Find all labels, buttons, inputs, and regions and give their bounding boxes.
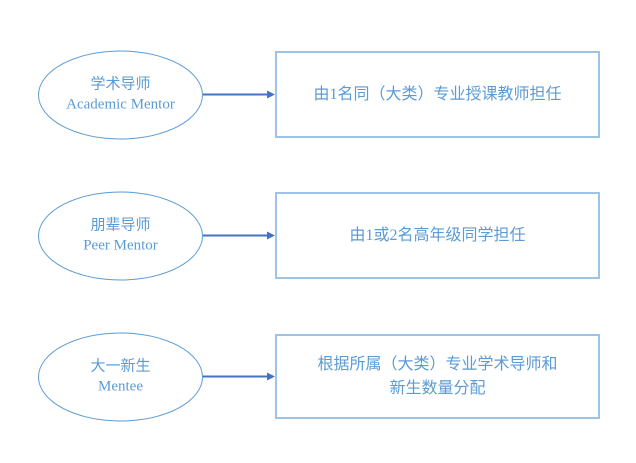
diagram-row-academic-mentor: 学术导师 Academic Mentor 由1名同（大类）专业授课教师担任 <box>0 50 636 139</box>
node-label-zh: 大一新生 <box>90 358 151 375</box>
diagram-row-mentee: 大一新生 Mentee 根据所属（大类）专业学术导师和 新生数量分配 <box>0 332 636 421</box>
desc-box-mentee: 根据所属（大类）专业学术导师和 新生数量分配 <box>275 334 600 419</box>
desc-line: 根据所属（大类）专业学术导师和 <box>317 355 558 373</box>
node-label-en: Peer Mentor <box>83 237 158 254</box>
node-mentee: 大一新生 Mentee <box>38 332 203 421</box>
desc-line: 由1名同（大类）专业授课教师担任 <box>313 85 562 103</box>
desc-box-peer-mentor: 由1或2名高年级同学担任 <box>275 192 600 279</box>
node-label-zh: 学术导师 <box>90 76 151 93</box>
arrow-right-icon <box>267 90 275 99</box>
node-peer-mentor: 朋辈导师 Peer Mentor <box>38 191 203 280</box>
desc-box-academic-mentor: 由1名同（大类）专业授课教师担任 <box>275 51 600 138</box>
connector-peer-mentor <box>203 231 275 240</box>
connector-line <box>203 234 267 237</box>
diagram-row-peer-mentor: 朋辈导师 Peer Mentor 由1或2名高年级同学担任 <box>0 191 636 280</box>
node-label-en: Academic Mentor <box>66 96 175 113</box>
connector-line <box>203 93 267 96</box>
connector-academic-mentor <box>203 90 275 99</box>
desc-line: 新生数量分配 <box>389 379 486 397</box>
node-label-en: Mentee <box>98 378 143 395</box>
node-label-zh: 朋辈导师 <box>90 217 151 234</box>
connector-mentee <box>203 372 275 381</box>
desc-line: 由1或2名高年级同学担任 <box>349 226 526 244</box>
arrow-right-icon <box>267 231 275 240</box>
arrow-right-icon <box>267 372 275 381</box>
node-academic-mentor: 学术导师 Academic Mentor <box>38 50 203 139</box>
connector-line <box>203 375 267 378</box>
